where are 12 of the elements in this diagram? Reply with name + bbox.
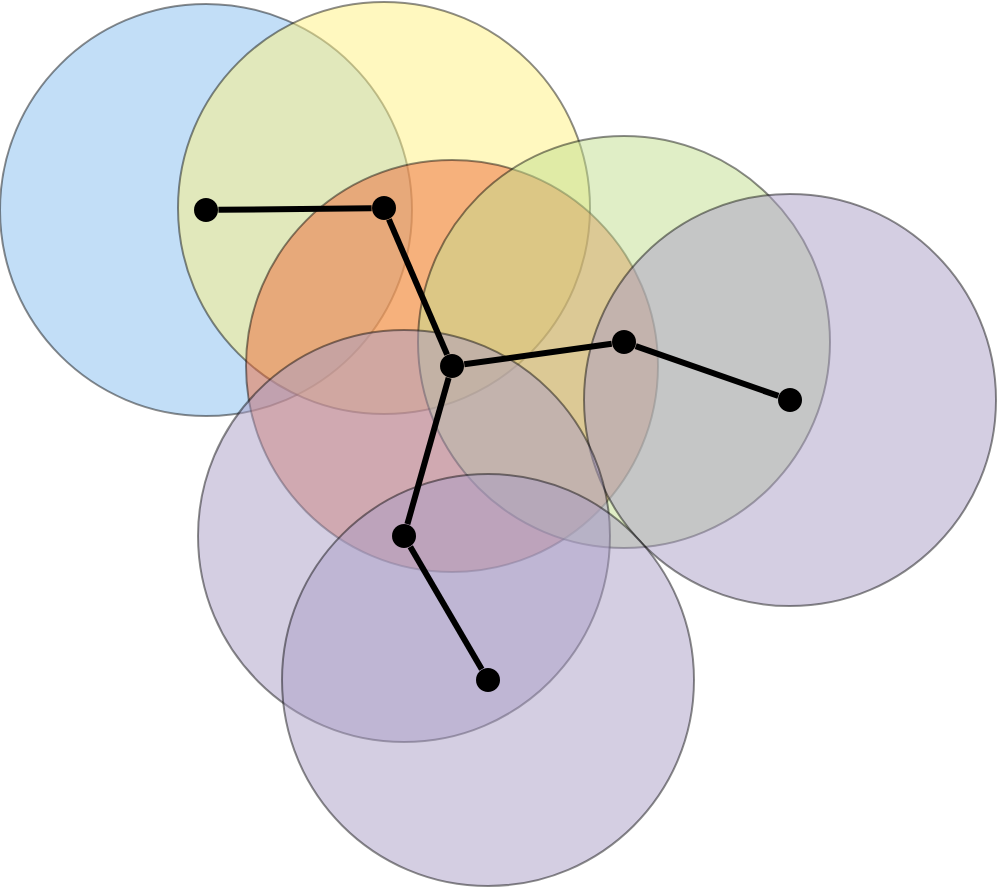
connector-line <box>404 377 452 525</box>
connector-line <box>218 205 372 213</box>
connector-line <box>407 545 485 671</box>
dot <box>372 196 396 220</box>
dot <box>392 524 416 548</box>
dot <box>440 354 464 378</box>
connector-line <box>386 218 450 356</box>
connector-line <box>463 340 613 368</box>
dot <box>194 198 218 222</box>
dot <box>476 668 500 692</box>
dot <box>778 388 802 412</box>
dot <box>612 330 636 354</box>
